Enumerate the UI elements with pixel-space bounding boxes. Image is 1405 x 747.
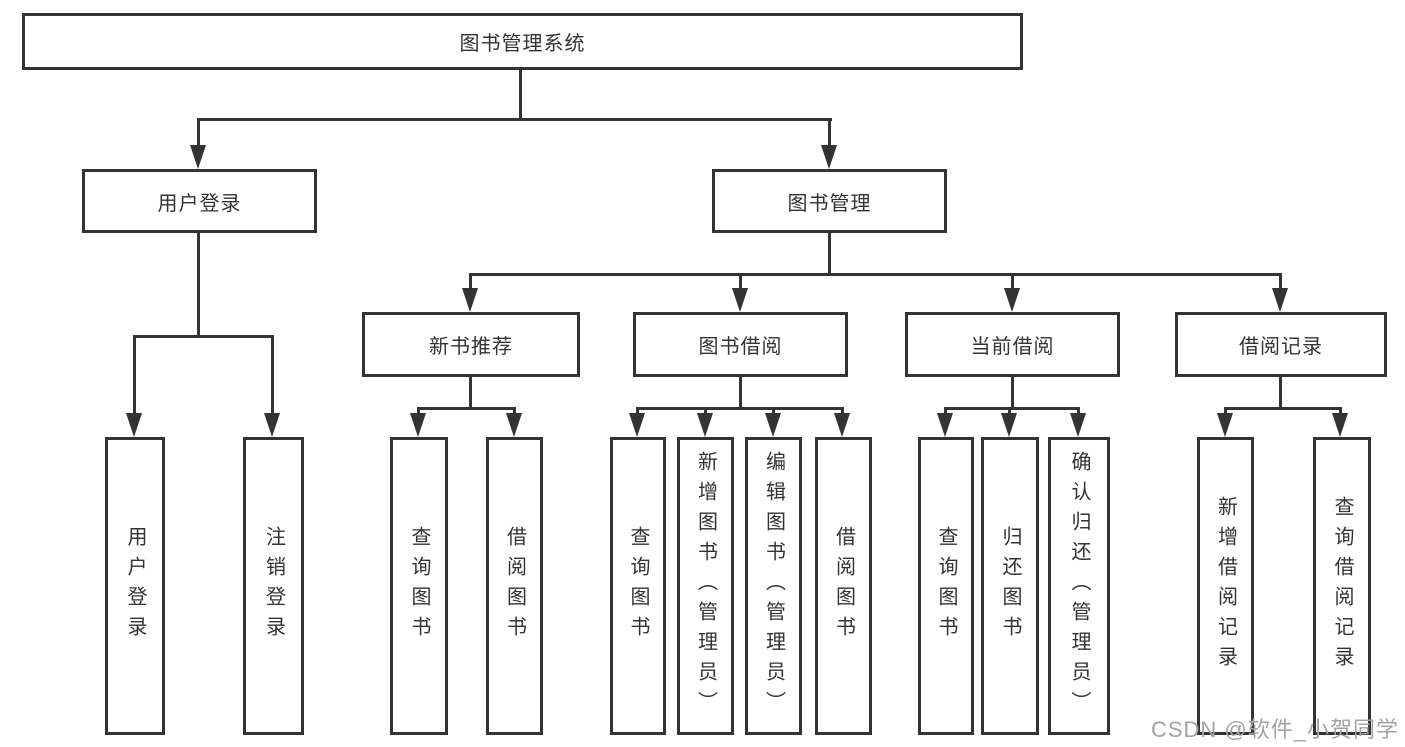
leaf-add-book-admin: 新增图书（管理员） [677,437,734,735]
arrowhead-down [1001,413,1017,437]
node-label: 当前借阅 [970,336,1055,358]
leaf-label: 查询图书 [408,526,430,646]
connector-line [197,233,200,338]
connector-line [636,407,639,417]
node-label: 新书推荐 [429,336,513,358]
csdn-watermark: CSDN @软件_小贺同学 [1150,717,1399,742]
arrowhead-down [629,413,645,437]
node-new-book-recommend: 新书推荐 [362,312,580,377]
leaf-query-book-2: 查询图书 [610,437,666,735]
connector-line [772,407,775,417]
arrowhead-down [410,413,426,437]
connector-line [197,118,832,121]
connector-line [197,118,200,150]
node-label: 图书借阅 [698,336,783,358]
connector-line [841,407,844,417]
arrowhead-down [1217,413,1233,437]
node-root-label: 图书管理系统 [459,33,586,55]
connector-line [469,273,1282,276]
connector-line [1077,407,1080,417]
leaf-query-book-3: 查询图书 [918,437,974,735]
connector-line [944,407,1080,410]
connector-line [1008,407,1011,417]
leaf-add-borrow-record: 新增借阅记录 [1197,437,1254,735]
arrowhead-down [1070,413,1086,437]
arrowhead-down [937,413,953,437]
connector-line [828,118,831,150]
leaf-label: 注销登录 [262,526,285,646]
connector-line [519,68,522,121]
leaf-query-book-1: 查询图书 [390,437,448,735]
leaf-label: 归还图书 [999,526,1021,646]
arrowhead-down [732,288,748,312]
leaf-label: 借阅图书 [503,526,526,646]
arrowhead-down [126,413,142,437]
leaf-logout: 注销登录 [243,437,304,735]
leaf-edit-book-admin: 编辑图书（管理员） [745,437,802,735]
leaf-label: 新增借阅记录 [1214,496,1237,676]
leaf-label: 借阅图书 [832,526,855,646]
connector-line [944,407,947,417]
leaf-label: 编辑图书（管理员） [762,451,785,721]
arrowhead-down [264,413,280,437]
arrowhead-down [821,145,837,169]
arrowhead-down [190,145,206,169]
connector-line [469,273,472,295]
leaf-label: 查询图书 [627,526,649,646]
arrowhead-down [1272,288,1288,312]
connector-line [1224,407,1342,410]
node-user-login-branch: 用户登录 [82,169,317,233]
arrowhead-down [697,413,713,437]
connector-line [704,407,707,417]
connector-line [1224,407,1227,417]
arrowhead-down [462,288,478,312]
arrowhead-down [506,413,522,437]
node-label: 图书管理 [787,192,872,215]
leaf-user-login: 用户登录 [105,437,165,735]
connector-line [1339,407,1342,417]
arrowhead-down [834,413,850,437]
node-label: 借阅记录 [1239,336,1323,358]
connector-line [469,377,472,410]
connector-line [271,335,274,417]
leaf-label: 确认归还（管理员） [1068,451,1090,721]
connector-line [133,335,136,417]
node-book-management-branch: 图书管理 [712,169,947,233]
leaf-label: 查询图书 [935,526,957,646]
connector-line [1011,377,1014,410]
connector-line [1279,377,1282,410]
arrowhead-down [765,413,781,437]
connector-line [636,407,844,410]
leaf-return-book: 归还图书 [981,437,1039,735]
arrowhead-down [1004,288,1020,312]
leaf-label: 用户登录 [124,526,146,646]
leaf-borrow-book-1: 借阅图书 [486,437,543,735]
node-label: 用户登录 [157,192,242,215]
node-current-borrow: 当前借阅 [905,312,1120,377]
connector-line [739,273,742,295]
leaf-query-borrow-record: 查询借阅记录 [1313,437,1371,735]
connector-line [417,407,420,417]
leaf-confirm-return-admin: 确认归还（管理员） [1048,437,1110,735]
connector-line [513,407,516,417]
connector-line [828,233,831,276]
connector-line [739,377,742,410]
leaf-borrow-book-2: 借阅图书 [815,437,872,735]
arrowhead-down [1332,413,1348,437]
node-borrow-record: 借阅记录 [1175,312,1387,377]
leaf-label: 新增图书（管理员） [694,451,717,721]
connector-line [1011,273,1014,295]
connector-line [417,407,515,410]
connector-line [133,335,274,338]
leaf-label: 查询借阅记录 [1331,496,1353,676]
connector-line [1279,273,1282,295]
node-root: 图书管理系统 [22,13,1023,70]
node-book-borrow: 图书借阅 [633,312,848,377]
